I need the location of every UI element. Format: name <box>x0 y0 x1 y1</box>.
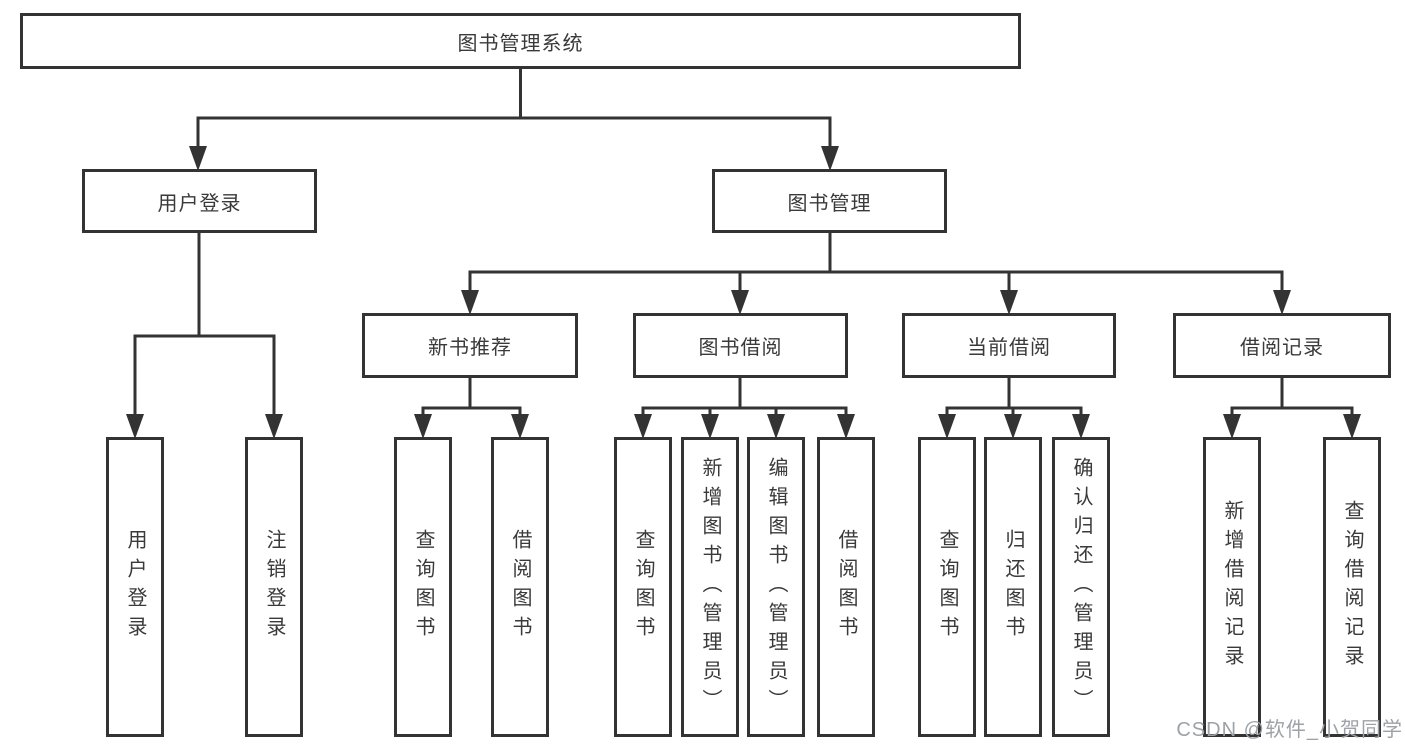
node-label: 查询借阅记录 <box>1341 500 1363 674</box>
node-label: 用户登录 <box>157 192 242 215</box>
node-label: 图书管理系统 <box>457 32 584 55</box>
node-label: 用户登录 <box>124 529 146 645</box>
leaf-add-books-admin: 新增图书（管理员） <box>681 437 739 737</box>
leaf-return-books: 归还图书 <box>984 437 1042 737</box>
node-label: 归还图书 <box>1002 529 1024 645</box>
node-label: 当前借阅 <box>967 337 1051 359</box>
leaf-logout-login: 注销登录 <box>245 437 303 737</box>
leaf-borrow-books-recommend: 借阅图书 <box>491 437 549 737</box>
leaf-borrow-books-borrowing: 借阅图书 <box>817 437 875 737</box>
leaf-add-borrow-record: 新增借阅记录 <box>1203 437 1261 737</box>
connector-lines <box>133 67 1354 418</box>
leaf-query-books-borrowing: 查询图书 <box>614 437 672 737</box>
node-label: 借阅图书 <box>509 529 531 645</box>
node-current-borrowing: 当前借阅 <box>902 313 1116 378</box>
node-label: 新增图书（管理员） <box>699 456 721 718</box>
node-label: 查询图书 <box>936 529 958 645</box>
node-book-management: 图书管理 <box>712 169 947 233</box>
arrowheads <box>126 146 1361 439</box>
watermark-text: CSDN @软件_小贺同学 <box>1176 719 1403 741</box>
node-label: 新增借阅记录 <box>1221 500 1243 674</box>
leaf-edit-books-admin: 编辑图书（管理员） <box>747 437 805 737</box>
node-user-login: 用户登录 <box>82 169 317 233</box>
node-book-borrowing: 图书借阅 <box>633 313 848 378</box>
leaf-query-borrow-record: 查询借阅记录 <box>1323 437 1381 737</box>
node-label: 编辑图书（管理员） <box>765 456 787 718</box>
node-label: 借阅记录 <box>1240 337 1324 359</box>
node-label: 查询图书 <box>632 529 654 645</box>
node-label: 确认归还（管理员） <box>1070 456 1092 718</box>
leaf-confirm-return-admin: 确认归还（管理员） <box>1052 437 1110 737</box>
node-borrowing-records: 借阅记录 <box>1173 313 1391 378</box>
node-new-book-recommendation: 新书推荐 <box>362 313 578 378</box>
node-library-management-system: 图书管理系统 <box>20 13 1021 69</box>
leaf-query-books-current: 查询图书 <box>918 437 976 737</box>
node-label: 借阅图书 <box>835 529 857 645</box>
node-label: 查询图书 <box>412 529 434 645</box>
leaf-query-books-recommend: 查询图书 <box>394 437 452 737</box>
node-label: 图书借阅 <box>698 337 783 359</box>
leaf-user-login: 用户登录 <box>106 437 164 737</box>
node-label: 新书推荐 <box>428 337 512 359</box>
node-label: 图书管理 <box>787 192 872 215</box>
node-label: 注销登录 <box>263 529 285 645</box>
